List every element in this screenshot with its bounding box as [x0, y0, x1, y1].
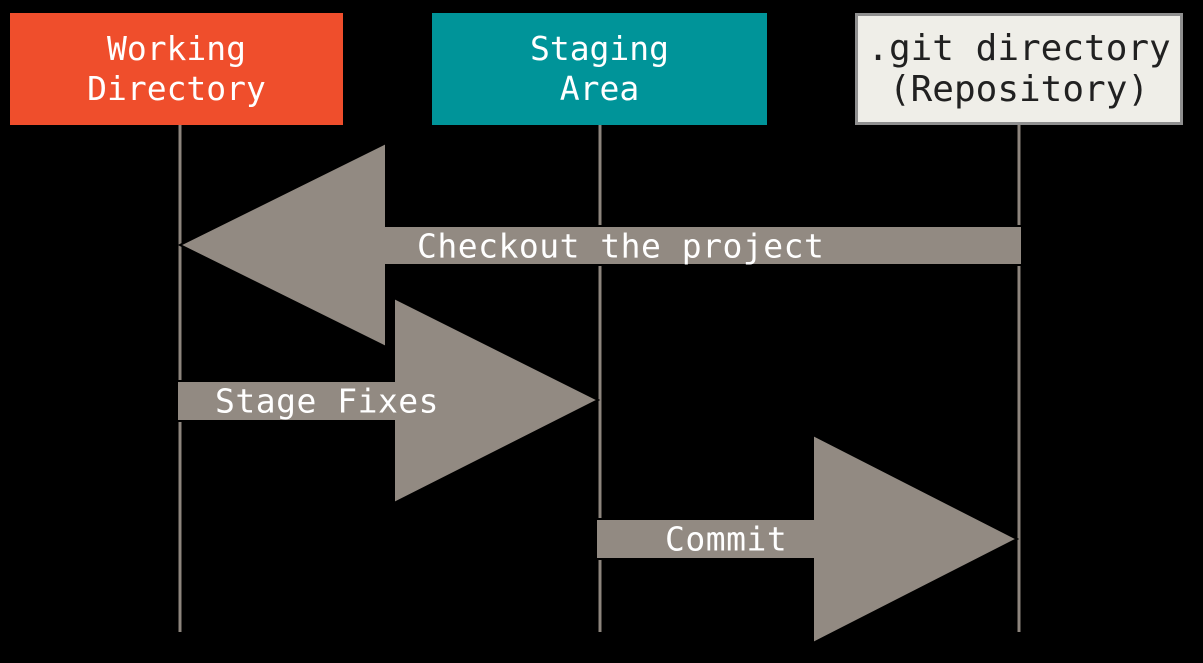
working-directory-box: Working Directory: [10, 13, 343, 125]
working-directory-title-line2: Directory: [87, 69, 266, 108]
stage-fixes-arrow-label: Stage Fixes: [215, 381, 440, 421]
checkout-arrow-label: Checkout the project: [417, 226, 825, 266]
git-directory-title-line2: (Repository): [888, 69, 1150, 110]
checkout-arrow: [177, 141, 1023, 349]
git-directory-box: .git directory (Repository): [855, 13, 1183, 125]
working-directory-title-line1: Working: [106, 29, 247, 68]
staging-area-title-line2: Area: [559, 69, 640, 108]
stage-fixes-arrow: [176, 296, 601, 505]
commit-arrow-label: Commit: [665, 519, 788, 559]
git-directory-title-line1: .git directory: [867, 28, 1171, 69]
staging-area-title-line1: Staging: [529, 29, 670, 68]
commit-arrow: [595, 433, 1020, 645]
staging-area-box: Staging Area: [432, 13, 767, 125]
